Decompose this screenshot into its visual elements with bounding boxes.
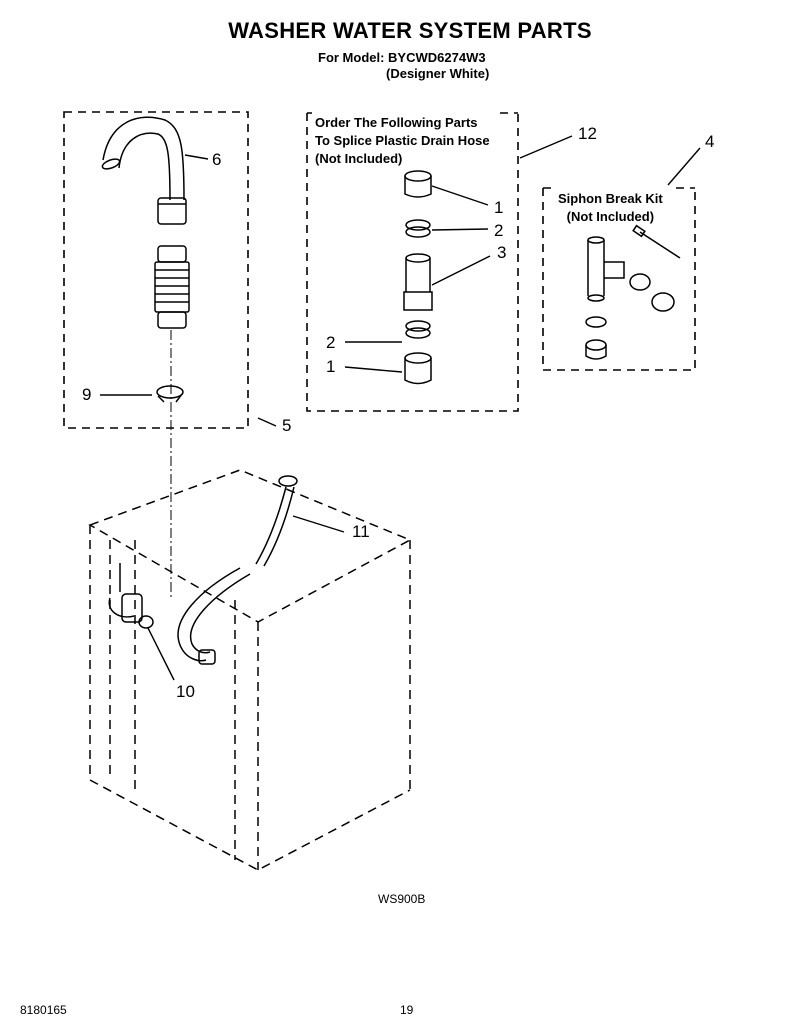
siphon-box-label: Siphon Break Kit (Not Included) [558,190,663,226]
callout-1-bottom: 1 [326,357,336,376]
siphon-break-box [542,188,696,371]
callout-11: 11 [352,522,370,541]
page-number: 19 [400,1003,414,1017]
drain-hose-hook [101,116,187,225]
corrugated-hose [154,245,190,329]
drain-hose-group-box [63,111,249,429]
leader-arrows [100,135,701,681]
callout-10: 10 [176,682,195,701]
callout-3: 3 [497,243,507,262]
callout-5: 5 [282,416,292,435]
variant-line: (Designer White) [386,66,490,81]
splice-box-line-2: To Splice Plastic Drain Hose [315,133,490,148]
siphon-box-line-2: (Not Included) [566,209,655,224]
callout-9: 9 [82,385,92,404]
page-title: WASHER WATER SYSTEM PARTS [228,18,592,43]
splice-box-line-3: (Not Included) [315,151,403,166]
diagram-code: WS900B [378,892,426,906]
siphon-kit-parts [585,224,681,360]
siphon-box-line-1: Siphon Break Kit [558,191,663,206]
splice-box-label: Order The Following Parts To Splice Plas… [315,114,490,168]
splice-group-box [306,113,519,412]
hose-clamp [156,385,184,403]
callout-6: 6 [212,150,222,169]
callout-12: 12 [578,124,597,143]
inlet-hose [177,475,298,665]
callout-1-top: 1 [494,198,504,217]
inlet-fitting [108,563,154,629]
callout-2-top: 2 [494,221,504,240]
washer-cabinet [88,469,412,871]
model-line: For Model: BYCWD6274W3 [318,50,486,65]
splice-box-line-1: Order The Following Parts [315,115,478,130]
document-number: 8180165 [20,1003,67,1017]
callout-4: 4 [705,132,715,151]
splice-parts [403,170,433,385]
callout-2-bottom: 2 [326,333,336,352]
